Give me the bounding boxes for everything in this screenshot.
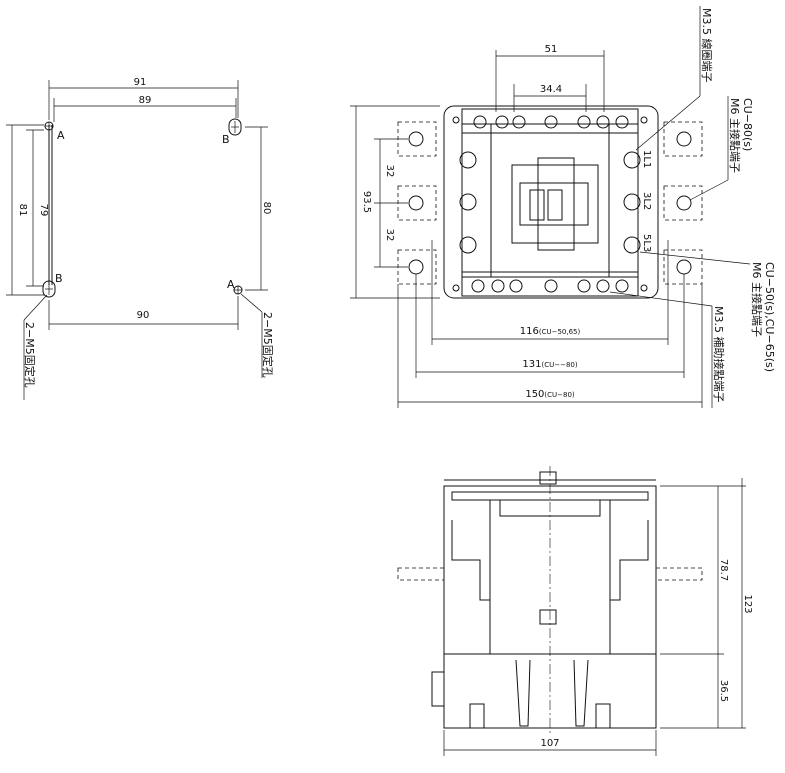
- mounting-plate-view: A B B A 91 89 90 81 79 80 2−M5: [6, 77, 275, 400]
- svg-text:131(CU−−80): 131(CU−−80): [522, 359, 577, 370]
- front-dim-150-note: (CU−80): [544, 391, 575, 399]
- hole-b-bottom: [42, 280, 56, 298]
- note-main-terminal-80-model: CU−80(s): [741, 98, 754, 151]
- note-main-terminal-80: M6 主接點端子: [728, 98, 741, 173]
- front-dim-116-note: (CU−50,65): [539, 328, 581, 336]
- plate-hole-note-right: 2−M5固定孔: [261, 312, 275, 378]
- plate-dim-91: 91: [134, 77, 147, 88]
- plate-dim-79: 79: [38, 204, 49, 217]
- hole-b-bottom-label: B: [55, 272, 63, 285]
- hole-a-top: [44, 121, 54, 131]
- top-aux-terminals: [452, 115, 648, 129]
- main-terminals-right: [623, 151, 641, 254]
- side-view: 78.7 36.5 123 107: [397, 466, 753, 756]
- armature: [511, 164, 599, 244]
- side-dim-123: 123: [742, 594, 753, 613]
- note-aux-terminal: M3.5 補助接點端子: [712, 306, 726, 402]
- contactor-body: [443, 105, 659, 299]
- main-terminals-left: [459, 151, 477, 254]
- front-dim-116: 116: [520, 326, 539, 337]
- plate-hole-note-left: 2−M5固定孔: [23, 322, 37, 388]
- front-dim-131: 131: [522, 359, 541, 370]
- hole-b-top: [228, 118, 242, 136]
- note-main-terminal-50-model: CU−50(s),CU−65(s): [763, 262, 776, 372]
- plate-dim-81: 81: [17, 204, 28, 217]
- terminal-1l1: 1L1: [641, 150, 652, 168]
- note-main-terminal-50: M6 主接點端子: [750, 262, 763, 337]
- bottom-aux-terminals: [452, 279, 648, 293]
- front-dim-51: 51: [545, 44, 558, 55]
- side-dim-78-7: 78.7: [718, 559, 729, 581]
- front-dim-32-a: 32: [384, 165, 395, 178]
- hole-a-top-label: A: [57, 129, 65, 142]
- hole-b-top-label: B: [222, 133, 230, 146]
- svg-text:150(CU−80): 150(CU−80): [525, 389, 575, 400]
- plate-dim-89: 89: [139, 95, 152, 106]
- front-view: 1L1 3L2 5L3 51 34.4 93.5: [350, 6, 776, 408]
- front-dim-32-b: 32: [384, 229, 395, 242]
- front-dim-93-5: 93.5: [361, 191, 372, 213]
- hole-a-bottom-label: A: [227, 278, 235, 291]
- front-dim-34-4: 34.4: [540, 84, 562, 95]
- hole-a-bottom: [233, 285, 243, 295]
- terminal-3l2: 3L2: [641, 192, 652, 210]
- front-dim-131-note: (CU−−80): [541, 361, 577, 369]
- side-dim-107: 107: [540, 738, 559, 749]
- note-coil-terminal: M3.5 線圈端子: [700, 8, 714, 82]
- front-dim-150: 150: [525, 389, 544, 400]
- side-dim-36-5: 36.5: [718, 680, 729, 702]
- svg-text:116(CU−50,65): 116(CU−50,65): [520, 326, 581, 337]
- terminal-5l3: 5L3: [641, 234, 652, 252]
- plate-dim-80: 80: [261, 202, 272, 215]
- plate-dim-90: 90: [137, 310, 150, 321]
